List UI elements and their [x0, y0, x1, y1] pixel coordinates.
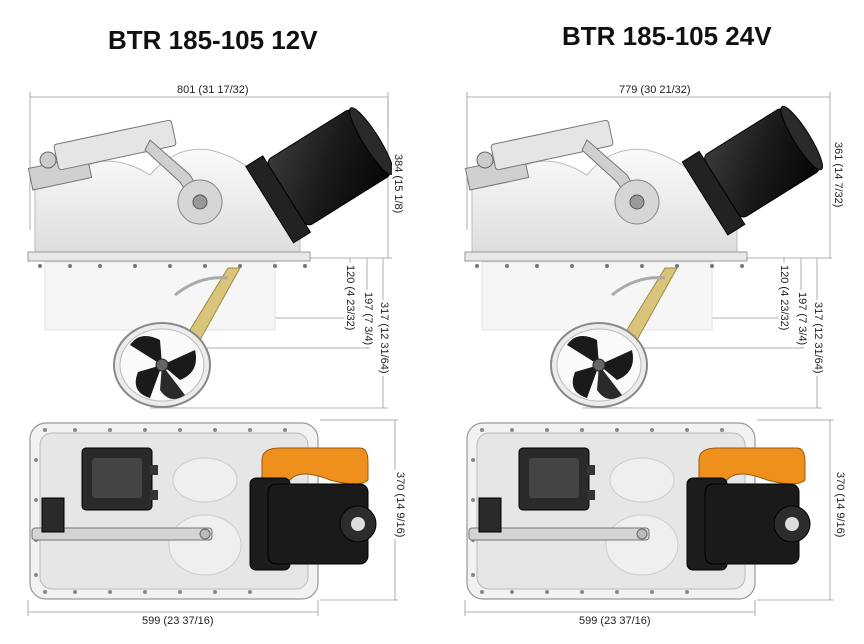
control-box-icon: [81, 447, 158, 511]
dim-depth-a: 120 (4 23/32): [344, 263, 356, 333]
tunnel-housing: [481, 261, 713, 331]
propeller-icon: [550, 322, 648, 408]
thruster-drawing: [27, 92, 398, 616]
dim-overall-width: 801 (31 17/32): [175, 84, 251, 96]
flange-bolts: [38, 264, 307, 268]
dim-depth-a: 120 (4 23/32): [778, 263, 790, 333]
dim-height-top: 384 (15 1/8): [392, 152, 404, 216]
dim-plate-height: 370 (14 9/16): [834, 470, 846, 540]
dim-height-top: 361 (14 7/32): [832, 140, 844, 210]
propeller-icon: [113, 322, 211, 408]
dim-depth-b: 197 (7 3/4): [796, 290, 808, 348]
plate-bolts: [34, 428, 287, 594]
mounting-flange: [27, 251, 311, 262]
plate-bolts: [471, 428, 724, 594]
panel-24v: BTR 185-105 24V: [432, 0, 864, 644]
cylinder-motor-icon: [245, 107, 394, 244]
dim-overall-width: 779 (30 21/32): [617, 84, 693, 96]
motor-cover: [698, 447, 806, 485]
dim-depth-c: 317 (12 31/64): [378, 300, 390, 376]
dim-plate-width: 599 (23 37/16): [577, 615, 653, 627]
dim-plate-height: 370 (14 9/16): [394, 470, 406, 540]
mounting-flange: [464, 251, 748, 262]
control-box-icon: [518, 447, 595, 511]
flange-bolts: [475, 264, 744, 268]
model-title: BTR 185-105 12V: [108, 25, 318, 55]
tunnel-housing: [44, 261, 276, 331]
dim-depth-c: 317 (12 31/64): [812, 300, 824, 376]
thruster-drawing: [464, 92, 834, 616]
panel-12v: BTR 185-105 12V: [27, 25, 406, 627]
model-title: BTR 185-105 24V: [562, 21, 772, 51]
motor-cover: [261, 447, 369, 485]
cylinder-motor-icon: [681, 105, 823, 236]
dim-depth-b: 197 (7 3/4): [362, 290, 374, 348]
dim-plate-width: 599 (23 37/16): [140, 615, 216, 627]
